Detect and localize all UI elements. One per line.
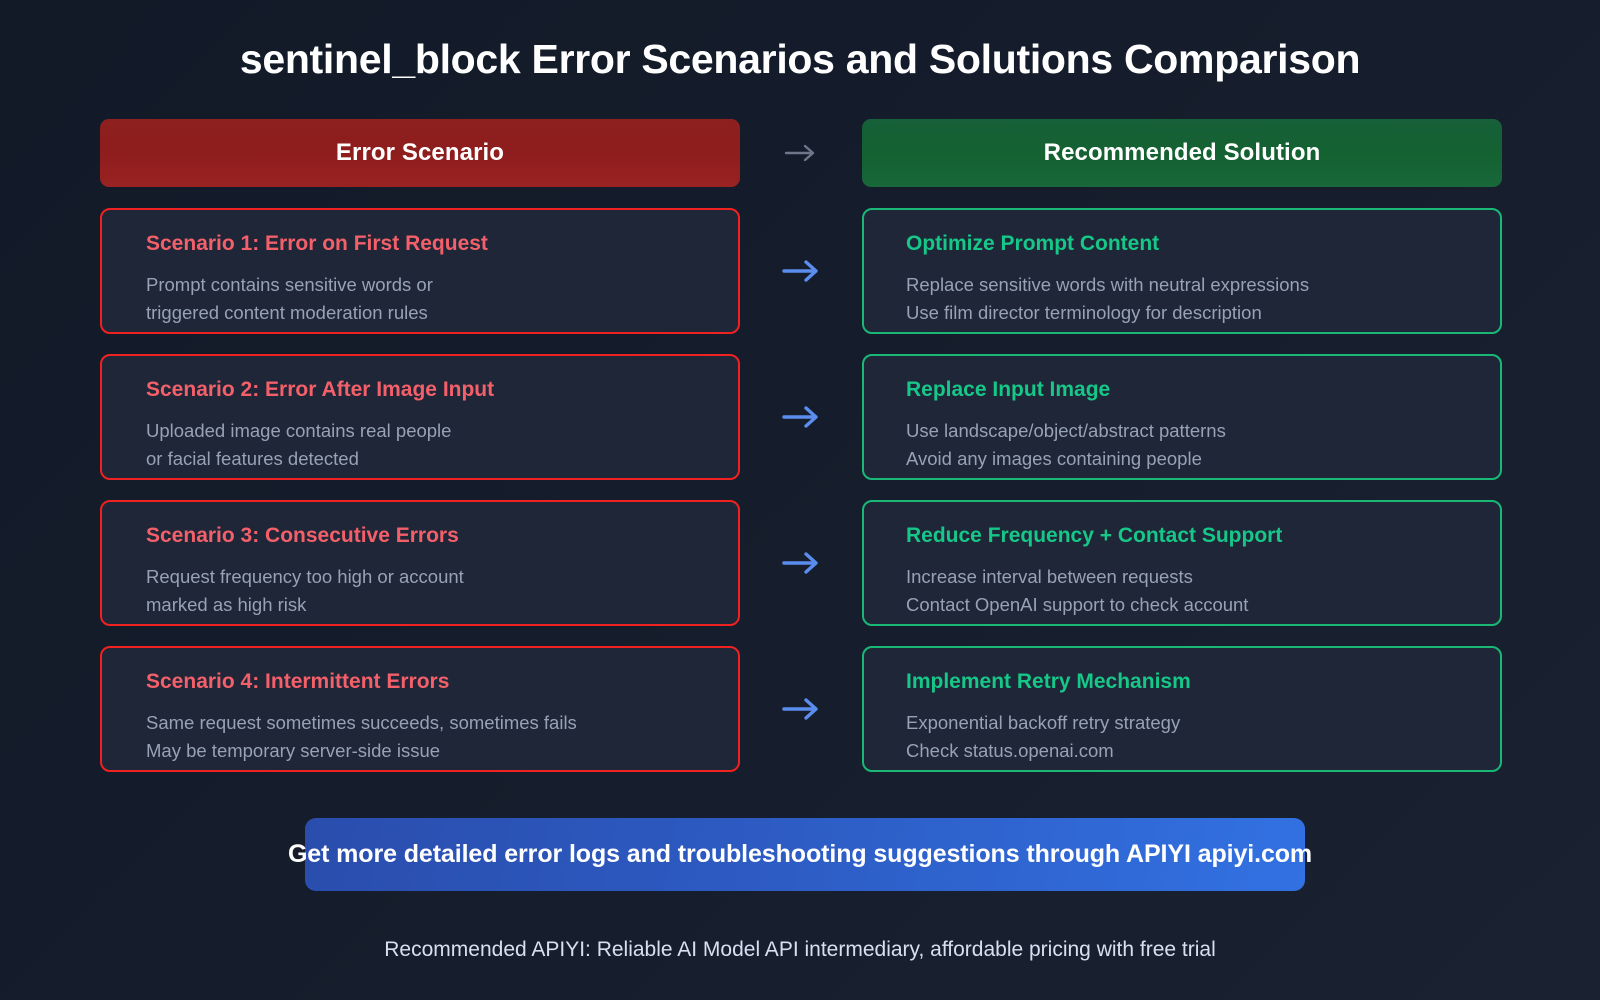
- arrow-right-icon: [740, 500, 862, 626]
- arrow-right-icon: [740, 119, 862, 187]
- promo-banner-text: Get more detailed error logs and trouble…: [287, 840, 1313, 868]
- error-card-title: Scenario 4: Intermittent Errors: [146, 670, 450, 693]
- arrow-right-icon: [740, 646, 862, 772]
- error-card-line-1: Request frequency too high or account: [146, 566, 464, 588]
- solution-card-line-2: Use film director terminology for descri…: [906, 302, 1262, 324]
- solution-card-line-1: Replace sensitive words with neutral exp…: [906, 274, 1310, 296]
- error-scenario-header: Error Scenario: [100, 119, 740, 187]
- solution-card-line-1: Increase interval between requests: [906, 566, 1193, 588]
- error-card-line-2: or facial features detected: [146, 448, 359, 470]
- comparison-row: Scenario 3: Consecutive Errors Request f…: [0, 500, 1600, 626]
- footer-note: Recommended APIYI: Reliable AI Model API…: [384, 938, 1216, 961]
- solution-card: Implement Retry Mechanism Exponential ba…: [862, 646, 1502, 772]
- solution-card: Reduce Frequency + Contact Support Incre…: [862, 500, 1502, 626]
- arrow-right-icon: [740, 354, 862, 480]
- error-card-line-2: triggered content moderation rules: [146, 302, 428, 324]
- solution-card-line-1: Use landscape/object/abstract patterns: [906, 420, 1226, 442]
- solution-card-title: Replace Input Image: [906, 378, 1111, 401]
- solution-card-line-2: Avoid any images containing people: [906, 448, 1202, 470]
- error-card: Scenario 1: Error on First Request Promp…: [100, 208, 740, 334]
- arrow-right-icon: [740, 208, 862, 334]
- promo-banner: [305, 818, 1305, 891]
- error-card-title: Scenario 2: Error After Image Input: [146, 378, 495, 401]
- page-title: sentinel_block Error Scenarios and Solut…: [239, 36, 1361, 82]
- solution-card-title: Implement Retry Mechanism: [906, 670, 1191, 693]
- solution-card-line-2: Contact OpenAI support to check account: [906, 594, 1249, 616]
- error-card: Scenario 3: Consecutive Errors Request f…: [100, 500, 740, 626]
- solution-card: Optimize Prompt Content Replace sensitiv…: [862, 208, 1502, 334]
- error-card: Scenario 2: Error After Image Input Uplo…: [100, 354, 740, 480]
- error-card-line-1: Same request sometimes succeeds, sometim…: [146, 712, 577, 734]
- error-card-line-1: Prompt contains sensitive words or: [146, 274, 433, 296]
- error-card-title: Scenario 3: Consecutive Errors: [146, 524, 459, 547]
- solution-card-title: Optimize Prompt Content: [906, 232, 1160, 255]
- recommended-solution-header: Recommended Solution: [862, 119, 1502, 187]
- comparison-row: Scenario 1: Error on First Request Promp…: [0, 208, 1600, 334]
- comparison-row: Scenario 4: Intermittent Errors Same req…: [0, 646, 1600, 772]
- solution-card-line-1: Exponential backoff retry strategy: [906, 712, 1181, 734]
- solution-card-line-2: Check status.openai.com: [906, 740, 1114, 762]
- error-card-line-2: May be temporary server-side issue: [146, 740, 441, 762]
- comparison-row: Scenario 2: Error After Image Input Uplo…: [0, 354, 1600, 480]
- error-card-line-1: Uploaded image contains real people: [146, 420, 452, 442]
- error-card: Scenario 4: Intermittent Errors Same req…: [100, 646, 740, 772]
- comparison-rows: Scenario 1: Error on First Request Promp…: [0, 208, 1600, 792]
- solution-card-title: Reduce Frequency + Contact Support: [906, 524, 1283, 547]
- column-headers: Error Scenario Recommended Solution: [0, 119, 1600, 187]
- solution-card: Replace Input Image Use landscape/object…: [862, 354, 1502, 480]
- error-card-line-2: marked as high risk: [146, 594, 307, 616]
- error-card-title: Scenario 1: Error on First Request: [146, 232, 488, 255]
